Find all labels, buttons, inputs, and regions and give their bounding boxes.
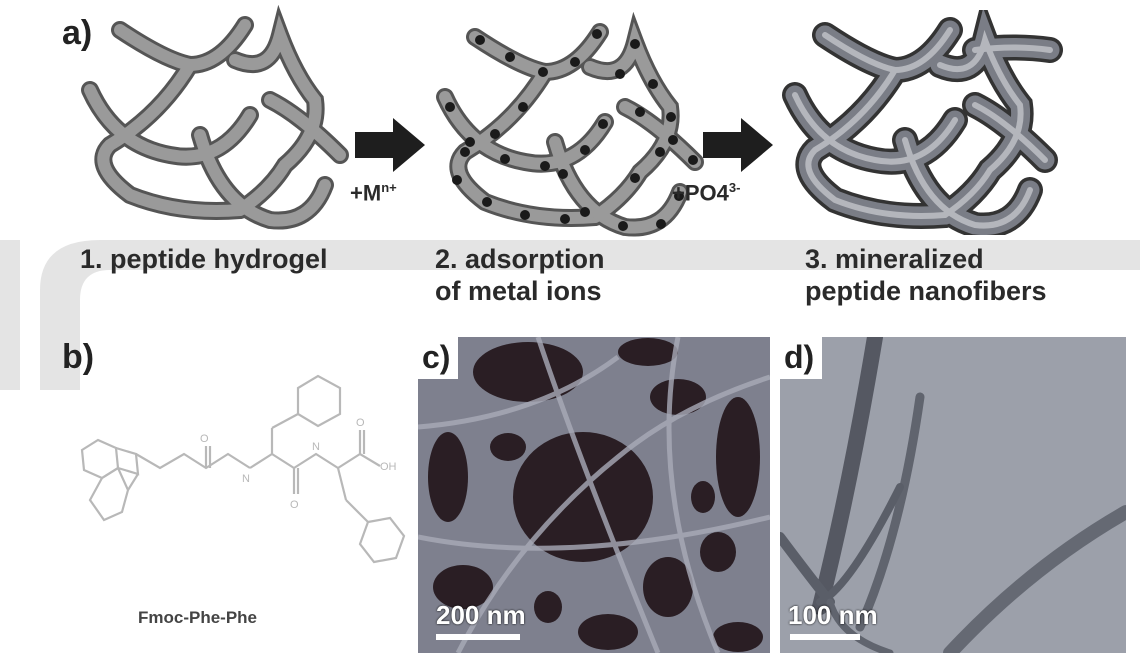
arrow-right-icon: [703, 118, 773, 172]
svg-text:N: N: [242, 473, 250, 485]
svg-text:N: N: [312, 441, 320, 453]
panel-c-label: c): [418, 337, 459, 379]
scale-bar-c: [436, 634, 520, 640]
step-1-caption: 1. peptide hydrogel: [80, 244, 328, 274]
scale-bar-d: [790, 634, 860, 640]
scale-bar-label-c: 200 nm: [436, 600, 526, 630]
scale-bar-label-d: 100 nm: [788, 600, 878, 630]
svg-text:O: O: [356, 417, 365, 429]
svg-text:OH: OH: [380, 461, 397, 473]
hydrogel-network-illustration: [81, 5, 349, 230]
panel-a-label: a): [62, 14, 93, 52]
molecule-name: Fmoc-Phe-Phe: [138, 608, 258, 627]
step-2-caption: 2. adsorption of metal ions: [435, 244, 605, 306]
fmoc-phe-phe-structure: O N N O O OH: [80, 374, 406, 564]
svg-text:O: O: [200, 433, 209, 445]
panel-d-label: d): [780, 337, 823, 379]
tem-nanofibers: [780, 337, 1126, 653]
step-3-caption: 3. mineralized peptide nanofibers: [805, 244, 1047, 306]
sem-micrograph: [418, 337, 770, 653]
metal-ion-reagent-label: +Mn+: [350, 180, 397, 206]
metal-ion-network-illustration: [436, 12, 704, 237]
sem-fiber-network: [418, 337, 770, 653]
tem-micrograph: [780, 337, 1126, 653]
phosphate-reagent-label: +PO43-: [672, 180, 741, 206]
arrow-right-icon: [355, 118, 425, 172]
panel-b-label: b): [62, 338, 95, 376]
svg-text:O: O: [290, 499, 299, 511]
watermark-logo: [0, 240, 1140, 390]
mineralized-network-illustration: [782, 10, 1063, 235]
